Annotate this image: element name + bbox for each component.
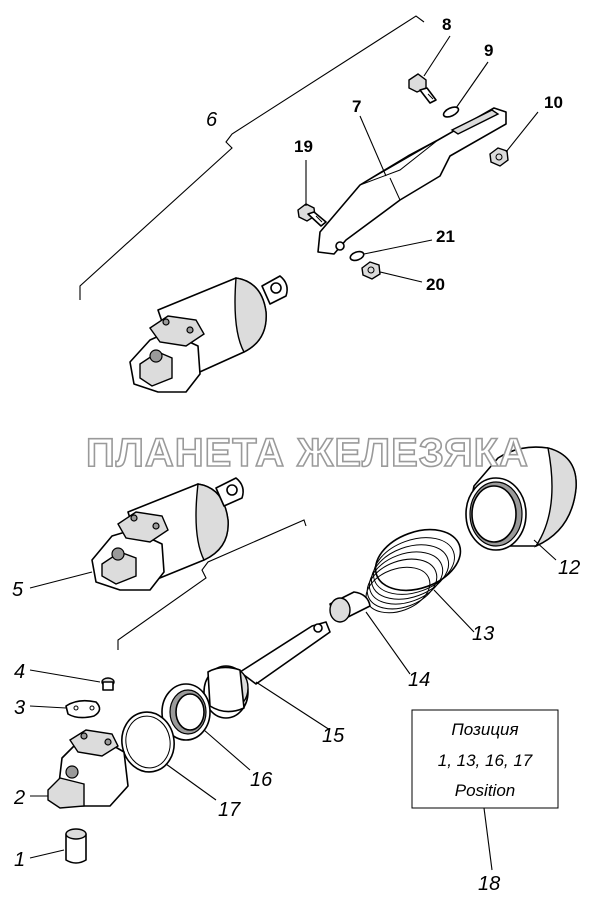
position-note-box: Позиция 1, 13, 16, 17 Position: [411, 709, 559, 809]
brake-chamber-5: [91, 477, 244, 591]
callout-6: 6: [206, 109, 218, 131]
screw-4: [101, 677, 115, 691]
callout-16: 16: [250, 769, 273, 791]
callout-7: 7: [352, 97, 361, 116]
bolt-8: [408, 73, 437, 104]
note-line-3: Position: [455, 781, 515, 800]
callout-12: 12: [558, 557, 580, 579]
note-line-1: Позиция: [451, 720, 518, 739]
callout-14: 14: [408, 669, 430, 691]
o-ring-17: [121, 711, 175, 773]
bolt-19: [297, 203, 327, 227]
washer-9: [442, 106, 460, 118]
callout-3: 3: [14, 697, 25, 719]
bracket-plate-7: [317, 107, 507, 255]
callout-numbers: 8 9 10 7 6 19 21 20 12 5 13 4 14 3 15 16…: [12, 15, 580, 895]
callout-5: 5: [12, 579, 24, 601]
assembly-bracket-5: [117, 519, 307, 650]
callout-10: 10: [544, 93, 563, 112]
cylinder-cover-12: [465, 446, 577, 551]
washer-21: [349, 250, 365, 262]
brake-chamber-upper: [129, 275, 288, 393]
callout-20: 20: [426, 275, 445, 294]
callout-17: 17: [218, 799, 241, 821]
bushing-14: [329, 591, 371, 623]
callout-15: 15: [322, 725, 345, 747]
callout-19: 19: [294, 137, 313, 156]
pin-1: [65, 828, 87, 864]
callout-1: 1: [14, 849, 25, 871]
housing-2: [47, 729, 129, 809]
spring-13: [365, 528, 462, 614]
callout-4: 4: [14, 661, 25, 683]
piston-rod-15: [203, 621, 331, 719]
callout-9: 9: [484, 41, 493, 60]
callout-8: 8: [442, 15, 451, 34]
seal-16: [161, 683, 211, 741]
gasket-3: [65, 699, 101, 719]
nut-20: [361, 261, 381, 280]
nut-10: [489, 147, 509, 167]
callout-13: 13: [472, 623, 494, 645]
leader-lines: [29, 35, 557, 871]
callout-2: 2: [13, 787, 25, 809]
callout-21: 21: [436, 227, 455, 246]
watermark-text: ПЛАНЕТА ЖЕЛЕЗЯКА: [86, 431, 529, 475]
note-line-2: 1, 13, 16, 17: [438, 751, 533, 770]
callout-18: 18: [478, 873, 500, 895]
assembly-bracket-6: [79, 15, 425, 300]
